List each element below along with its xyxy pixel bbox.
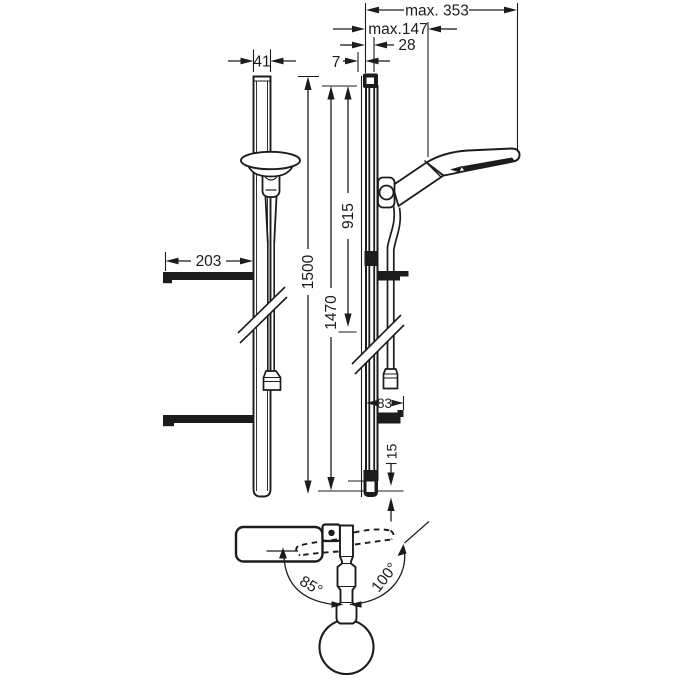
dim-83-label: 83 bbox=[377, 396, 392, 411]
bottom-head-circle bbox=[318, 618, 375, 676]
dim-max147-label: max.147 bbox=[368, 21, 427, 38]
dim-41-label: 41 bbox=[253, 54, 270, 71]
swivel-left-outline-b bbox=[299, 550, 339, 557]
dim-1470-arrow-top bbox=[327, 86, 335, 100]
side-head bbox=[425, 147, 521, 177]
angle-100-label: 100° bbox=[368, 560, 401, 596]
front-hose-cone bbox=[262, 370, 282, 391]
front-head-lip bbox=[245, 161, 296, 178]
side-break-slashes bbox=[351, 314, 405, 375]
dim-28-arrow-left bbox=[352, 41, 365, 49]
front-hose-cone-bands bbox=[263, 376, 281, 383]
dim-1470-label: 1470 bbox=[323, 295, 340, 330]
angle-85-arc bbox=[283, 556, 340, 606]
angle-85-arrow-top bbox=[279, 547, 287, 559]
side-view bbox=[351, 3, 521, 497]
side-break-gap bbox=[352, 315, 403, 374]
side-rail-inner bbox=[368, 88, 376, 478]
side-hose bbox=[386, 205, 402, 369]
length-dimensions: 1500 1470 915 bbox=[298, 75, 404, 494]
bottom-view: 85° 100° bbox=[234, 521, 430, 676]
dim-915-label: 915 bbox=[340, 203, 357, 229]
dim-15-arrow-down bbox=[387, 472, 395, 486]
side-dimensions: max. 353 max.147 28 7 83 15 bbox=[332, 3, 519, 522]
dim-1470-arrow-bottom bbox=[327, 477, 335, 491]
dim-max353-arrow-right bbox=[504, 6, 517, 14]
front-break-gap bbox=[238, 287, 287, 343]
dim-28-arrow-right bbox=[374, 41, 387, 49]
dim-max147-arrow-right bbox=[428, 25, 441, 33]
bottom-handle bbox=[335, 524, 358, 625]
front-holder-detail bbox=[264, 176, 278, 181]
dim-15-arrow-up bbox=[387, 497, 395, 511]
angle-100-arrow-end bbox=[397, 544, 407, 556]
front-handle bbox=[264, 196, 278, 244]
angle-100-leader bbox=[404, 521, 430, 544]
side-holder-pivot bbox=[378, 184, 395, 201]
dim-41-arrow-right bbox=[270, 57, 284, 65]
dim-max353-arrow-left bbox=[366, 6, 379, 14]
side-bottom-bracket-window bbox=[366, 481, 375, 492]
bottom-handle-segments bbox=[337, 555, 356, 604]
dim-41-arrow-left bbox=[240, 57, 254, 65]
dim-83-arrow-right bbox=[391, 399, 404, 407]
dim-1500-arrow-bottom bbox=[304, 480, 312, 494]
angle-85-label: 85° bbox=[296, 573, 325, 600]
dim-915-arrow-bottom bbox=[344, 313, 352, 327]
side-rail bbox=[365, 85, 379, 481]
dim-max353-label: max. 353 bbox=[405, 3, 469, 20]
dim-203-arrow-right bbox=[240, 257, 253, 265]
front-upper-shelf-lip bbox=[163, 280, 172, 284]
dim-max147-arrow-left bbox=[352, 25, 365, 33]
dim-7-arrow-right bbox=[365, 57, 379, 65]
dim-83-arrow-left bbox=[366, 399, 378, 407]
swivel-right-cap bbox=[389, 529, 395, 541]
side-head-notch bbox=[450, 166, 462, 173]
dim-203-label: 203 bbox=[196, 253, 222, 270]
front-dimensions: 41 203 bbox=[164, 49, 296, 271]
dim-203-arrow-left bbox=[165, 257, 179, 265]
side-top-bracket-window bbox=[366, 77, 374, 84]
dim-41-extensions bbox=[252, 49, 272, 72]
side-rail-slider-lock bbox=[364, 251, 379, 266]
swivel-right-outline-a bbox=[353, 528, 391, 534]
front-break-slashes bbox=[237, 286, 288, 344]
swivel-right-outline-b bbox=[354, 538, 392, 546]
dim-1500-arrow-top bbox=[304, 76, 312, 90]
front-head-ellipse bbox=[240, 150, 301, 171]
front-view bbox=[163, 75, 301, 498]
angle-85-arrow-end bbox=[331, 601, 344, 608]
bottom-rail bbox=[234, 525, 324, 563]
front-lower-shelf bbox=[163, 415, 254, 423]
front-lower-shelf-lip bbox=[163, 423, 174, 427]
angle-100-arc bbox=[349, 547, 406, 606]
dim-28-label: 28 bbox=[398, 37, 415, 54]
bottom-clamp-pin bbox=[328, 529, 335, 536]
side-head-face bbox=[461, 157, 515, 172]
side-lower-bracket bbox=[377, 410, 404, 424]
dim-1500-label: 1500 bbox=[300, 254, 317, 289]
swivel-left-outline-a bbox=[297, 538, 338, 547]
dim-915-arrow-top bbox=[344, 86, 352, 100]
side-hose-cone bbox=[382, 368, 399, 390]
front-upper-shelf bbox=[163, 272, 254, 280]
dim-7-arrow-left bbox=[345, 57, 358, 65]
dim-15-label: 15 bbox=[384, 444, 400, 460]
side-hose-cone-bands bbox=[383, 373, 398, 379]
dim-7-label: 7 bbox=[332, 54, 341, 71]
